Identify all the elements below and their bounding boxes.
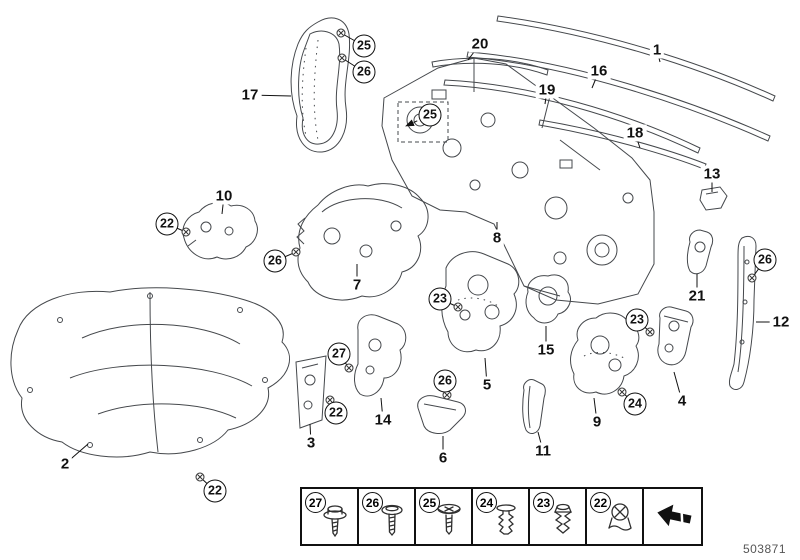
callout-26-circled[interactable]: 26 [263,249,287,273]
part-14-drawing[interactable] [354,314,407,397]
expansion-rivet-icon [496,504,516,535]
callout-26-circled[interactable]: 26 [352,60,376,84]
callout-8[interactable]: 8 [489,229,505,247]
callout-12[interactable]: 12 [769,313,793,331]
callout-21[interactable]: 21 [685,287,709,305]
callout-5[interactable]: 5 [479,376,495,394]
callout-20[interactable]: 20 [468,35,492,53]
callout-26-circled[interactable]: 26 [433,369,457,393]
callout-26-circled[interactable]: 26 [753,248,777,272]
part-9-drawing[interactable] [570,312,640,395]
callout-6[interactable]: 6 [435,449,451,467]
callout-10[interactable]: 10 [212,187,236,205]
callout-1[interactable]: 1 [649,41,665,59]
callout-3[interactable]: 3 [303,434,319,452]
callout-13[interactable]: 13 [700,165,724,183]
callout-22-circled[interactable]: 22 [203,479,227,503]
legend-item-25[interactable]: 25 [416,489,473,544]
direction-arrow-icon [657,504,692,531]
part-16-strip-drawing[interactable] [466,51,771,142]
legend-number-23[interactable]: 23 [533,492,554,513]
fastener-glyph [337,53,347,63]
part-5-drawing[interactable] [441,251,520,353]
legend-item-23[interactable]: 23 [530,489,587,544]
legend-item-direction-arrow[interactable] [644,489,701,544]
part-3-drawing[interactable] [295,355,327,429]
callout-23-circled[interactable]: 23 [625,308,649,332]
legend-number-24[interactable]: 24 [476,492,497,513]
part-11-drawing[interactable] [522,379,546,434]
part-17-drawing[interactable] [290,17,351,153]
expanding-nut-icon [554,503,572,534]
part-2-drawing[interactable] [10,287,290,458]
part-7-drawing[interactable] [296,183,429,301]
callout-22-circled[interactable]: 22 [155,212,179,236]
callout-14[interactable]: 14 [371,411,395,429]
plastic-nut-icon [323,505,347,538]
fastener-glyph [195,472,205,482]
callout-15[interactable]: 15 [534,341,558,359]
fastener-glyph [747,273,757,283]
callout-2[interactable]: 2 [57,455,73,473]
legend-item-24[interactable]: 24 [473,489,530,544]
callout-18[interactable]: 18 [623,124,647,142]
callout-4[interactable]: 4 [674,392,690,410]
legend-item-22[interactable]: 22 [587,489,644,544]
part-12-drawing[interactable] [729,235,757,390]
legend-item-27[interactable]: 27 [302,489,359,544]
fasteners-legend: 27 26 25 24 23 22 [300,487,703,546]
legend-number-22[interactable]: 22 [590,492,611,513]
legend-number-27[interactable]: 27 [305,492,326,513]
part-13-drawing[interactable] [699,186,728,211]
part-15-drawing[interactable] [525,274,571,324]
callout-22-circled[interactable]: 22 [324,401,348,425]
callout-7[interactable]: 7 [349,276,365,294]
part-4-drawing[interactable] [657,306,694,366]
callout-24-circled[interactable]: 24 [623,392,647,416]
callout-9[interactable]: 9 [589,413,605,431]
legend-number-25[interactable]: 25 [419,492,440,513]
countersunk-screw-icon [437,503,461,536]
fastener-glyph [181,227,191,237]
callout-11[interactable]: 11 [532,442,554,460]
legend-item-26[interactable]: 26 [359,489,416,544]
part-1-strip-drawing[interactable] [496,15,776,102]
fastener-glyph [617,387,627,397]
fastener-glyph [344,363,354,373]
callout-19[interactable]: 19 [535,81,559,99]
callout-25-circled[interactable]: 25 [418,103,442,127]
sheet-metal-nut-icon [608,503,632,531]
callout-25-circled[interactable]: 25 [352,34,376,58]
fastener-glyph [453,302,463,312]
callout-27-circled[interactable]: 27 [327,342,351,366]
callout-16[interactable]: 16 [587,62,611,80]
part-6-drawing[interactable] [417,395,466,434]
fastener-glyph [291,247,301,257]
part-21-drawing[interactable] [686,229,714,275]
document-number: 503871 [742,542,786,556]
fastener-glyph [336,28,346,38]
legend-number-26[interactable]: 26 [362,492,383,513]
callout-23-circled[interactable]: 23 [428,287,452,311]
part-19-strip-drawing[interactable] [443,79,701,154]
callout-17[interactable]: 17 [238,86,262,104]
leader-line [405,114,431,127]
dome-screw-icon [381,504,403,537]
fastener-glyph [442,390,452,400]
fastener-glyph [645,327,655,337]
part-10-drawing[interactable] [182,201,258,260]
